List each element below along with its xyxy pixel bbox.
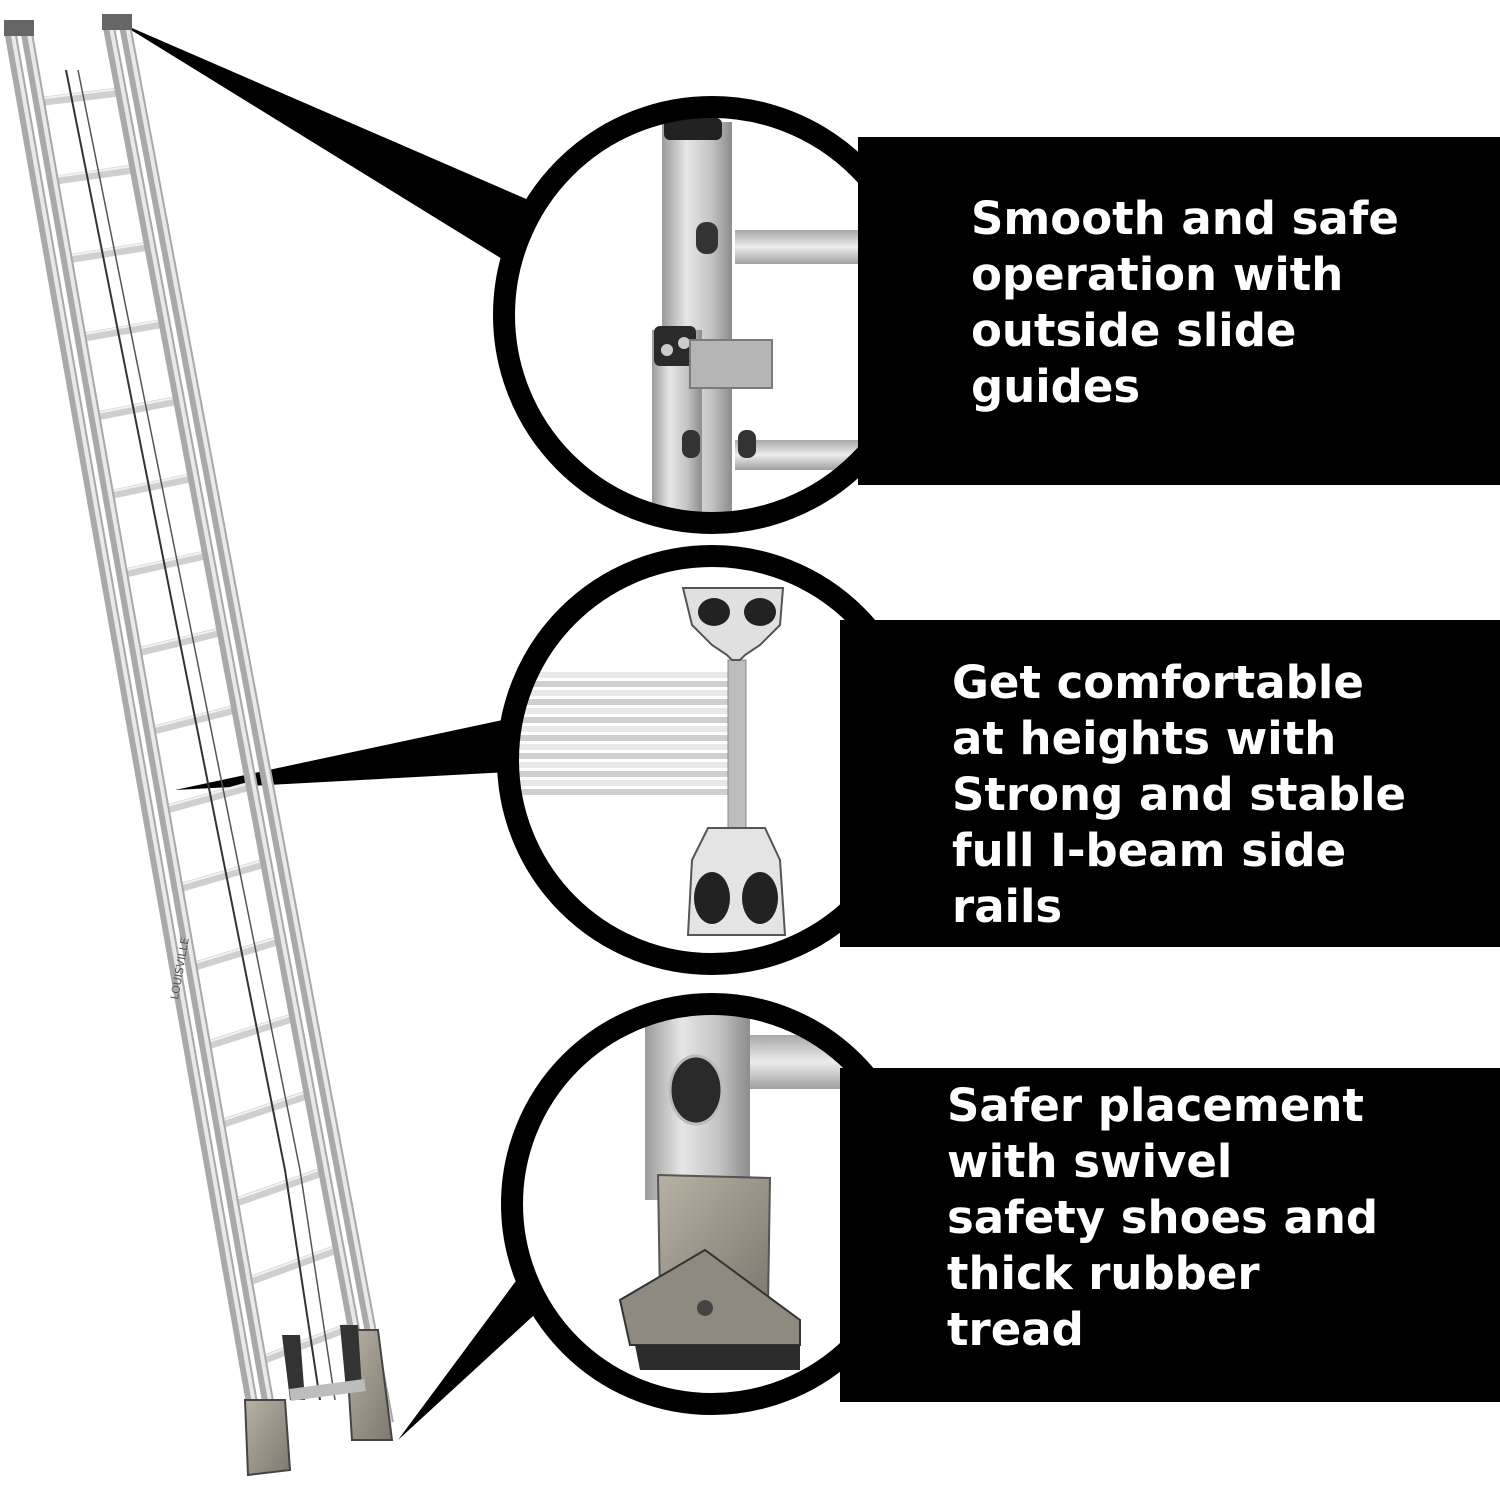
ladder-rung-highlight (82, 319, 161, 336)
ladder-rung-highlight (68, 242, 147, 257)
ladder-left-rail-highlight (26, 27, 282, 1459)
callout-line: thick rubber (947, 1247, 1260, 1300)
ladder-bottom-bar (289, 1379, 366, 1401)
callout-line: full I-beam side (952, 824, 1347, 877)
callout-i-beam-text: Get comfortable at heights with Strong a… (952, 655, 1406, 935)
ladder-rung (174, 859, 267, 893)
ladder-rung (216, 1090, 311, 1129)
ladder-rung (77, 319, 166, 342)
callout-line: Get comfortable (952, 656, 1364, 709)
callout-line: operation with (971, 248, 1344, 301)
ladder-rung-lock (282, 1335, 305, 1400)
ladder-rung-highlight (262, 1322, 350, 1358)
pointer-wedges (118, 22, 545, 1440)
ladder-rung (63, 241, 151, 264)
ladder-rung-highlight (151, 705, 234, 729)
i-beam-rib (508, 789, 735, 795)
i-beam-rib (508, 672, 735, 678)
i-beam-rib (508, 744, 735, 750)
extension-ladder: LOUISVILLE (4, 14, 394, 1477)
ladder-rung (36, 87, 122, 106)
callout-line: rails (952, 880, 1063, 933)
ladder-right-rail-highlight (124, 19, 392, 1424)
ladder-rung-highlight (220, 1091, 307, 1122)
ladder-rope (77, 69, 336, 1401)
ladder-rung (244, 1245, 340, 1286)
ladder-rung-lock (340, 1325, 362, 1390)
ladder-right-rail-highlight (108, 21, 376, 1426)
i-beam-rib (508, 681, 735, 687)
ladder-rung-highlight (206, 1014, 292, 1044)
ladder-rung (146, 704, 238, 736)
ladder-rung-highlight (248, 1245, 336, 1280)
callout-swivel-shoes: Safer placement with swivel safety shoes… (840, 1068, 1500, 1402)
callout-slide-guides: Smooth and safe operation with outside s… (858, 137, 1500, 485)
ladder-rung (188, 936, 282, 972)
callout-i-beam: Get comfortable at heights with Strong a… (840, 620, 1500, 947)
callout-line: tread (947, 1303, 1084, 1356)
callout-line: guides (971, 360, 1141, 413)
ladder-rung-highlight (234, 1168, 321, 1201)
pointer-wedge-middle (175, 718, 512, 790)
i-beam-rib (508, 717, 735, 723)
ladder-left-rail-highlight (10, 29, 266, 1461)
ladder-rung (202, 1013, 296, 1050)
pointer-wedge-top (118, 22, 540, 270)
callout-line: at heights with (952, 712, 1337, 765)
i-beam-rib (508, 771, 735, 777)
ladder-rung (133, 627, 224, 657)
ladder-rung-highlight (95, 396, 176, 415)
ladder-rung-highlight (40, 88, 118, 100)
ladder-left-shoe (243, 1399, 292, 1477)
detail-circle-swivel-shoe (501, 993, 923, 1415)
ladder-rung (230, 1167, 325, 1208)
callout-swivel-shoes-text: Safer placement with swivel safety shoes… (947, 1078, 1378, 1358)
callout-line: outside slide (971, 304, 1297, 357)
ladder-rung-highlight (109, 473, 191, 493)
ladder-top-cap (4, 20, 34, 36)
ladder-rung-highlight (178, 859, 263, 886)
i-beam-rib (508, 762, 735, 768)
ladder-rung (91, 396, 180, 421)
callout-slide-guides-text: Smooth and safe operation with outside s… (971, 191, 1399, 415)
i-beam-rib (508, 753, 735, 759)
i-beam-rib (508, 726, 735, 732)
i-beam-rib (508, 780, 735, 786)
detail-circle-i-beam (497, 545, 927, 975)
i-beam-rib (508, 735, 735, 741)
i-beam-rib (508, 699, 735, 705)
callout-line: Strong and stable (952, 768, 1407, 821)
ladder-rung (49, 164, 137, 185)
ladder-rung-highlight (165, 782, 249, 808)
callout-line: Safer placement (947, 1079, 1364, 1132)
callout-line: Smooth and safe (971, 192, 1399, 245)
ladder-rung-highlight (54, 165, 132, 179)
callout-line: with swivel (947, 1135, 1233, 1188)
callout-line: safety shoes and (947, 1191, 1379, 1244)
ladder-top-cap (102, 14, 132, 30)
ladder-rope (65, 69, 321, 1401)
ladder-rung (257, 1322, 355, 1365)
ladder-rung (160, 782, 253, 814)
i-beam-rib (508, 690, 735, 696)
ladder-rung-highlight (192, 937, 278, 965)
i-beam-rib (508, 708, 735, 714)
ladder-rung-highlight (137, 628, 220, 651)
pointer-wedge-bottom (398, 1262, 545, 1440)
